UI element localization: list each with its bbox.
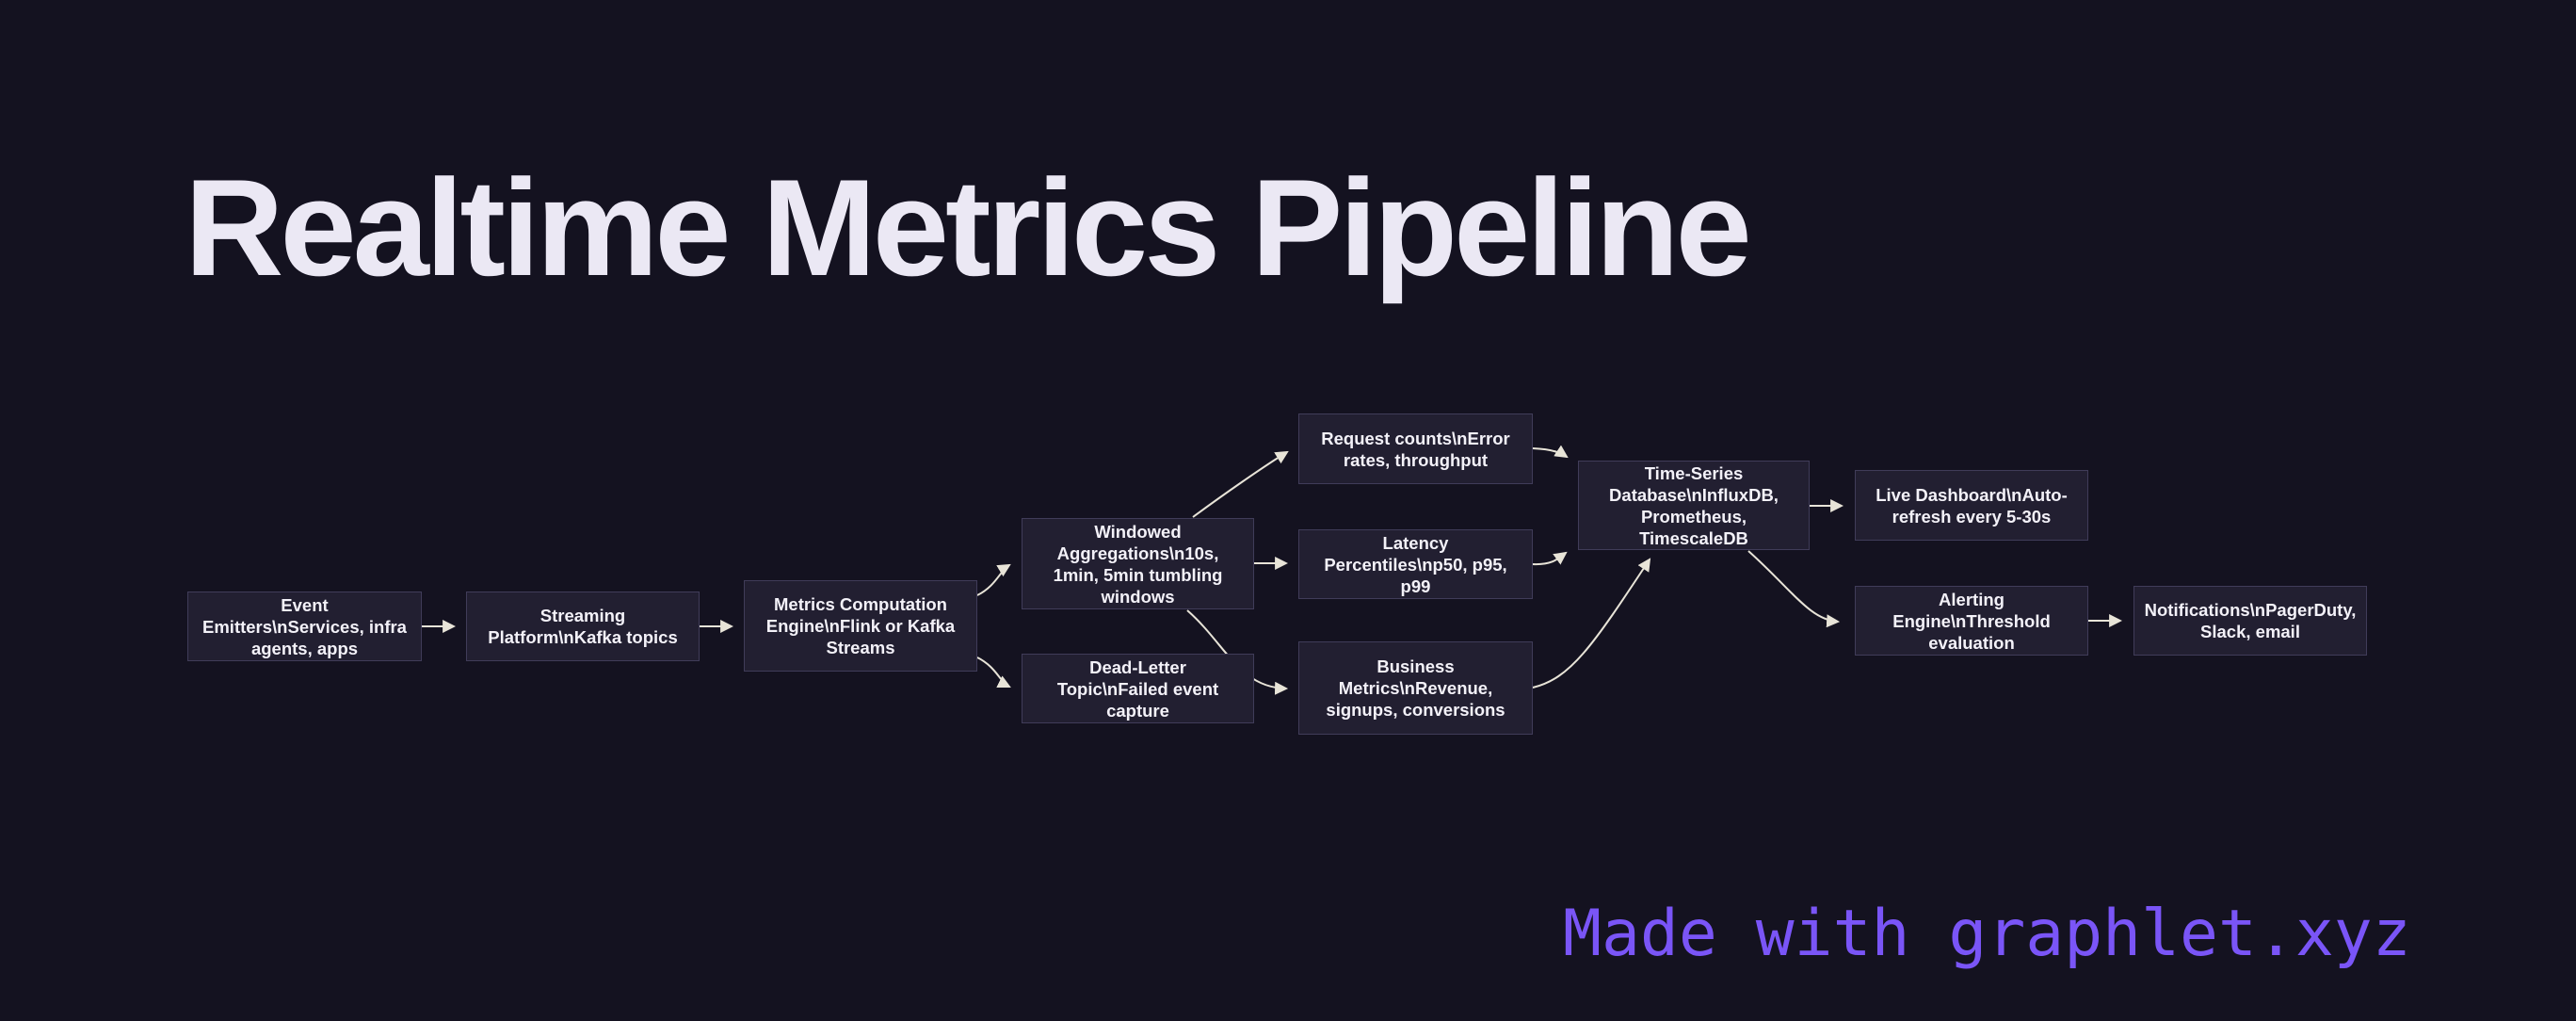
node-label: Event Emitters\nServices, infra agents, … (202, 594, 407, 658)
node-label: Time-Series Database\nInfluxDB, Promethe… (1609, 462, 1779, 548)
node-windowed-aggregations: Windowed Aggregations\n10s, 1min, 5min t… (1022, 518, 1254, 609)
node-request-counts: Request counts\nError rates, throughput (1298, 413, 1533, 484)
node-label: Alerting Engine\nThreshold evaluation (1892, 589, 2051, 653)
edge-metrics-computation-engine-to-dead-letter-topic (976, 656, 1011, 688)
edge-request-counts-to-time-series-database (1532, 445, 1569, 459)
node-label: Metrics Computation Engine\nFlink or Kaf… (765, 594, 956, 657)
edge-windowed-aggregations-to-request-counts (1192, 450, 1289, 518)
node-business-metrics: Business Metrics\nRevenue, signups, conv… (1298, 641, 1533, 735)
node-metrics-computation-engine: Metrics Computation Engine\nFlink or Kaf… (744, 580, 977, 672)
edge-latency-percentiles-to-time-series-database (1532, 551, 1568, 566)
node-event-emitters: Event Emitters\nServices, infra agents, … (187, 592, 422, 661)
edge-business-metrics-to-time-series-database (1532, 558, 1651, 689)
page-title: Realtime Metrics Pipeline (185, 151, 1752, 304)
node-label: Request counts\nError rates, throughput (1321, 428, 1510, 470)
node-label: Dead-Letter Topic\nFailed event capture (1056, 656, 1219, 721)
node-time-series-database: Time-Series Database\nInfluxDB, Promethe… (1578, 461, 1810, 550)
node-latency-percentiles: Latency Percentiles\np50, p95, p99 (1298, 529, 1533, 599)
node-notifications: Notifications\nPagerDuty, Slack, email (2133, 586, 2367, 656)
node-label: Latency Percentiles\np50, p95, p99 (1324, 532, 1507, 596)
watermark: Made with graphlet.xyz (1563, 897, 2411, 971)
node-dead-letter-topic: Dead-Letter Topic\nFailed event capture (1022, 654, 1254, 723)
node-label: Notifications\nPagerDuty, Slack, email (2144, 600, 2357, 641)
node-label: Windowed Aggregations\n10s, 1min, 5min t… (1053, 521, 1223, 607)
node-streaming-platform: Streaming Platform\nKafka topics (466, 592, 700, 661)
edge-time-series-database-to-alerting-engine (1747, 550, 1841, 628)
node-label: Live Dashboard\nAuto-refresh every 5-30s (1876, 484, 2068, 527)
node-live-dashboard: Live Dashboard\nAuto-refresh every 5-30s (1855, 470, 2088, 541)
node-label: Streaming Platform\nKafka topics (488, 606, 678, 647)
edge-metrics-computation-engine-to-windowed-aggregations (976, 563, 1011, 596)
node-label: Business Metrics\nRevenue, signups, conv… (1326, 656, 1505, 720)
node-alerting-engine: Alerting Engine\nThreshold evaluation (1855, 586, 2088, 656)
